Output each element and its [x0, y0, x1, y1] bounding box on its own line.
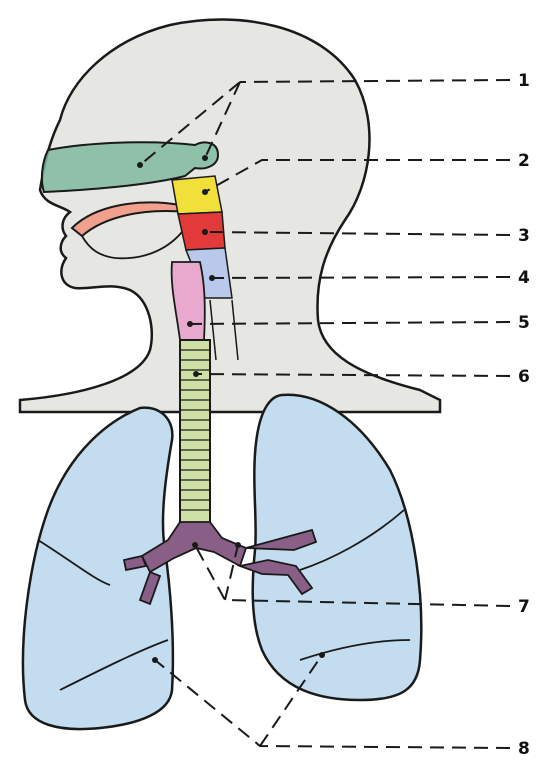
trachea [180, 340, 210, 528]
leader-line-4 [212, 277, 510, 278]
oropharynx [178, 212, 225, 250]
label-1: 1 [518, 71, 530, 91]
label-4: 4 [518, 268, 530, 288]
label-2: 2 [518, 151, 530, 171]
nasopharynx [172, 176, 222, 214]
label-7: 7 [518, 597, 530, 617]
label-3: 3 [518, 226, 530, 246]
head-silhouette [20, 20, 440, 412]
label-6: 6 [518, 367, 530, 387]
label-5: 5 [518, 313, 530, 333]
label-8: 8 [518, 739, 530, 759]
